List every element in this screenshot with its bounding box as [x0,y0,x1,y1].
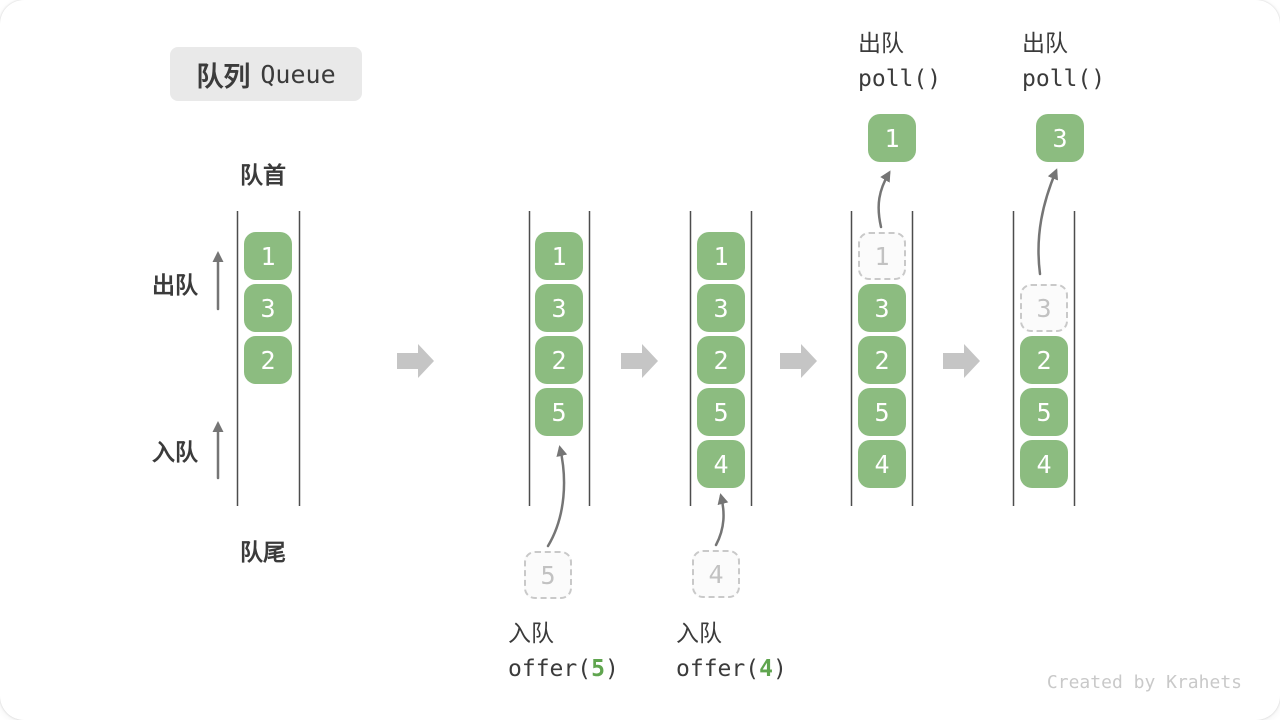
queue-item: 5 [858,388,906,436]
dequeue-operation-label-2: 出队 poll() [1022,30,1105,92]
dequeue-label-zh: 出队 [1022,30,1068,56]
queue-item: 1 [697,232,745,280]
flow-arrow-icons [212,168,1058,548]
dequeue-3-arrow-icon [1037,168,1058,276]
queue-item: 2 [244,336,292,384]
queue-item: 4 [1020,440,1068,488]
queue-item: 1 [244,232,292,280]
queue-rails [236,211,1076,506]
code-arg: 4 [759,656,773,682]
watermark-credit: Created by Krahets [1046,672,1242,693]
queue-item: 5 [535,388,583,436]
polled-item: 3 [1036,114,1084,162]
queue-item: 2 [1020,336,1068,384]
queue-item: 4 [858,440,906,488]
enqueue-side-label: 入队 [152,439,198,465]
removed-item-ghost: 3 [1020,284,1068,332]
code-arg: 5 [591,656,605,682]
removed-item-ghost: 1 [858,232,906,280]
enqueue-code: offer(5) [508,656,619,682]
dequeue-label-zh: 出队 [858,30,904,56]
queue-item: 2 [535,336,583,384]
code-fn-close: ) [604,656,619,682]
queue-item: 1 [535,232,583,280]
enqueue-operation-label-2: 入队 offer(4) [676,620,787,682]
title-english: Queue [260,59,336,89]
enqueue-label-zh: 入队 [676,620,722,646]
incoming-item-ghost: 4 [692,550,740,598]
diagram-title: 队列 Queue [170,47,362,101]
queue-rear-label: 队尾 [240,539,286,565]
queue-front-label: 队首 [240,162,286,188]
queue-item: 3 [244,284,292,332]
dequeue-1-arrow-icon [877,170,891,229]
enqueue-label-zh: 入队 [508,620,554,646]
queue-item: 4 [697,440,745,488]
dequeue-operation-label-1: 出队 poll() [858,30,941,92]
queue-item: 2 [858,336,906,384]
code-fn-open: offer( [508,656,592,682]
enqueue-code: offer(4) [676,656,787,682]
queue-item: 3 [858,284,906,332]
queue-item: 5 [1020,388,1068,436]
code-fn-open: offer( [676,656,760,682]
dequeue-side-label: 出队 [152,272,198,298]
queue-item: 2 [697,336,745,384]
enqueue-5-arrow-icon [546,445,568,548]
dequeue-code: poll() [1022,66,1106,92]
enqueue-operation-label-1: 入队 offer(5) [508,620,619,682]
code-fn-close: ) [772,656,787,682]
incoming-item-ghost: 5 [524,551,572,599]
queue-item: 5 [697,388,745,436]
enqueue-4-arrow-icon [714,493,729,547]
polled-item: 1 [868,114,916,162]
title-chinese: 队列 [196,61,251,92]
dequeue-code: poll() [858,66,942,92]
queue-item: 3 [697,284,745,332]
queue-item: 3 [535,284,583,332]
